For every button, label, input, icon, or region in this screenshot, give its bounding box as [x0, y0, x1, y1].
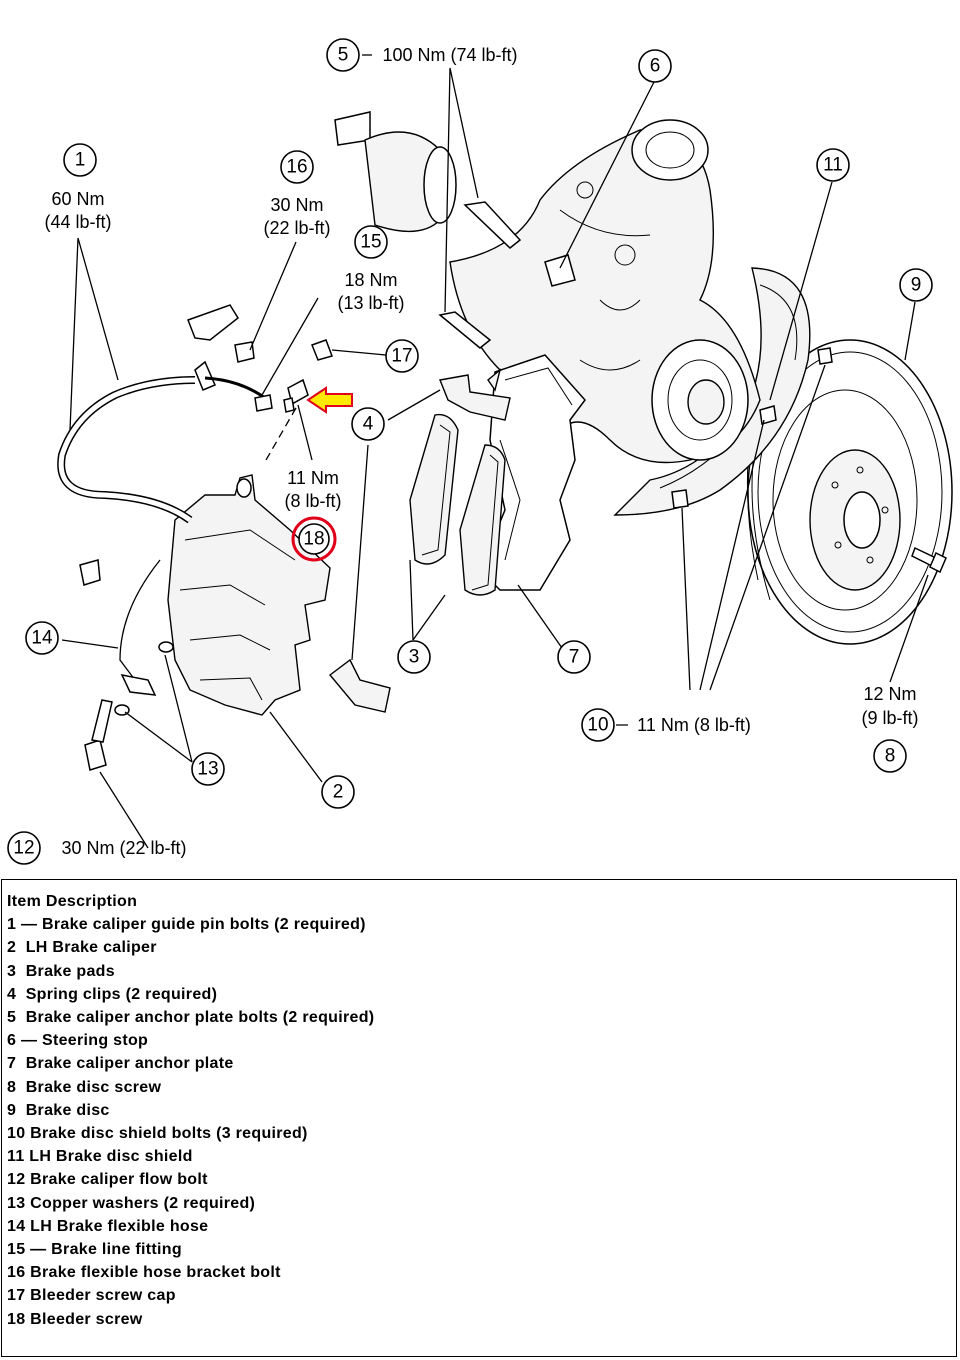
- flexible-hose: [57, 376, 196, 696]
- svg-text:11 Nm: 11 Nm: [287, 468, 339, 488]
- legend-item: 4 Spring clips (2 required): [7, 985, 218, 1003]
- svg-text:14: 14: [31, 628, 53, 649]
- callout-14: 14: [25, 621, 59, 655]
- callout-17: 17: [385, 339, 419, 373]
- steering-stop: [544, 254, 576, 287]
- legend-item: 1 — Brake caliper guide pin bolts (2 req…: [7, 916, 366, 934]
- legend-item: 15 — Brake line fitting: [7, 1241, 182, 1259]
- callout-15: 15 18 Nm (13 lb-ft): [337, 225, 405, 313]
- svg-text:8: 8: [885, 746, 896, 767]
- svg-text:5: 5: [338, 45, 349, 66]
- svg-text:60 Nm: 60 Nm: [51, 189, 104, 209]
- callout-9: 9: [899, 268, 933, 302]
- svg-text:12: 12: [13, 838, 34, 859]
- legend-item: 10 Brake disc shield bolts (3 required): [7, 1125, 308, 1143]
- legend-item: 17 Bleeder screw cap: [7, 1287, 176, 1305]
- legend-item: 13 Copper washers (2 required): [7, 1194, 256, 1212]
- svg-text:11 Nm (8 lb-ft): 11 Nm (8 lb-ft): [637, 715, 751, 735]
- svg-text:30 Nm (22 lb-ft): 30 Nm (22 lb-ft): [61, 838, 186, 858]
- callout-3: 3: [397, 640, 431, 674]
- brake-assembly-diagram: 1 60 Nm (44 lb-ft) 2 3 4 5 100 Nm (74 lb…: [7, 38, 953, 865]
- svg-text:3: 3: [409, 647, 420, 668]
- legend-item: 14 LH Brake flexible hose: [7, 1217, 209, 1235]
- callout-7: 7: [557, 640, 591, 674]
- item-description-legend: Item Description 1 — Brake caliper guide…: [1, 879, 957, 1357]
- svg-text:(22 lb-ft): (22 lb-ft): [263, 218, 330, 238]
- svg-text:(9 lb-ft): (9 lb-ft): [861, 708, 918, 728]
- brake-disc: [746, 339, 953, 645]
- hose-bracket: [187, 304, 266, 400]
- callout-10: 10 11 Nm (8 lb-ft): [581, 708, 751, 742]
- callout-2: 2: [321, 775, 355, 809]
- callout-12: 12 30 Nm (22 lb-ft): [7, 831, 187, 865]
- highlight-ring: [291, 516, 337, 562]
- legend-item: 11 LH Brake disc shield: [7, 1148, 193, 1166]
- svg-text:18: 18: [303, 529, 324, 550]
- svg-text:16: 16: [286, 157, 307, 178]
- svg-text:7: 7: [569, 647, 580, 668]
- brake-disc-screw: [911, 546, 947, 574]
- legend-item: 8 Brake disc screw: [7, 1078, 162, 1096]
- svg-text:12 Nm: 12 Nm: [863, 684, 916, 704]
- svg-text:18 Nm: 18 Nm: [344, 270, 397, 290]
- svg-text:(13 lb-ft): (13 lb-ft): [337, 293, 404, 313]
- legend-item: 3 Brake pads: [7, 962, 115, 980]
- callout-4: 4: [351, 407, 385, 441]
- legend-item: 2 LH Brake caliper: [7, 939, 157, 957]
- callout-8: 12 Nm (9 lb-ft) 8: [861, 684, 919, 773]
- legend-item: 18 Bleeder screw: [7, 1310, 143, 1328]
- svg-text:1: 1: [75, 150, 86, 171]
- svg-text:30 Nm: 30 Nm: [270, 195, 323, 215]
- drive-shaft: [334, 111, 457, 233]
- callout-11: 11: [816, 148, 850, 182]
- svg-text:2: 2: [333, 782, 344, 803]
- legend-item: 6 — Steering stop: [7, 1032, 149, 1050]
- brake-pads: [409, 413, 506, 596]
- callout-1: 1 60 Nm (44 lb-ft): [44, 143, 112, 232]
- legend-item: 9 Brake disc: [7, 1101, 110, 1119]
- svg-text:4: 4: [363, 414, 374, 435]
- svg-text:9: 9: [911, 275, 922, 296]
- bleeder-screw: [283, 378, 309, 413]
- callout-6: 6: [638, 49, 672, 83]
- svg-text:15: 15: [360, 232, 381, 253]
- legend-item: 7 Brake caliper anchor plate: [7, 1055, 234, 1073]
- legend-item: 5 Brake caliper anchor plate bolts (2 re…: [7, 1009, 375, 1027]
- svg-text:11: 11: [823, 155, 843, 176]
- svg-text:100 Nm (74 lb-ft): 100 Nm (74 lb-ft): [382, 45, 517, 65]
- bolts: [79, 201, 833, 771]
- brake-caliper: [167, 474, 331, 716]
- svg-text:10: 10: [587, 715, 608, 736]
- svg-text:(8 lb-ft): (8 lb-ft): [284, 491, 341, 511]
- svg-text:6: 6: [650, 56, 661, 77]
- legend-heading: Item Description: [7, 893, 138, 910]
- legend-item: 12 Brake caliper flow bolt: [7, 1171, 208, 1189]
- leader-lines: [20, 67, 929, 849]
- callout-13: 13: [191, 752, 225, 786]
- svg-text:(44 lb-ft): (44 lb-ft): [44, 212, 111, 232]
- svg-text:13: 13: [197, 759, 218, 780]
- svg-text:17: 17: [391, 346, 412, 367]
- highlight-arrow: [306, 386, 353, 414]
- callout-18: 11 Nm (8 lb-ft) 18: [284, 468, 342, 562]
- bleeder-screw-cap: [311, 339, 333, 361]
- legend-item: 16 Brake flexible hose bracket bolt: [7, 1264, 281, 1282]
- spring-clips: [328, 374, 511, 713]
- callout-16: 16 30 Nm (22 lb-ft): [263, 150, 331, 238]
- callout-5: 5 100 Nm (74 lb-ft): [326, 38, 518, 72]
